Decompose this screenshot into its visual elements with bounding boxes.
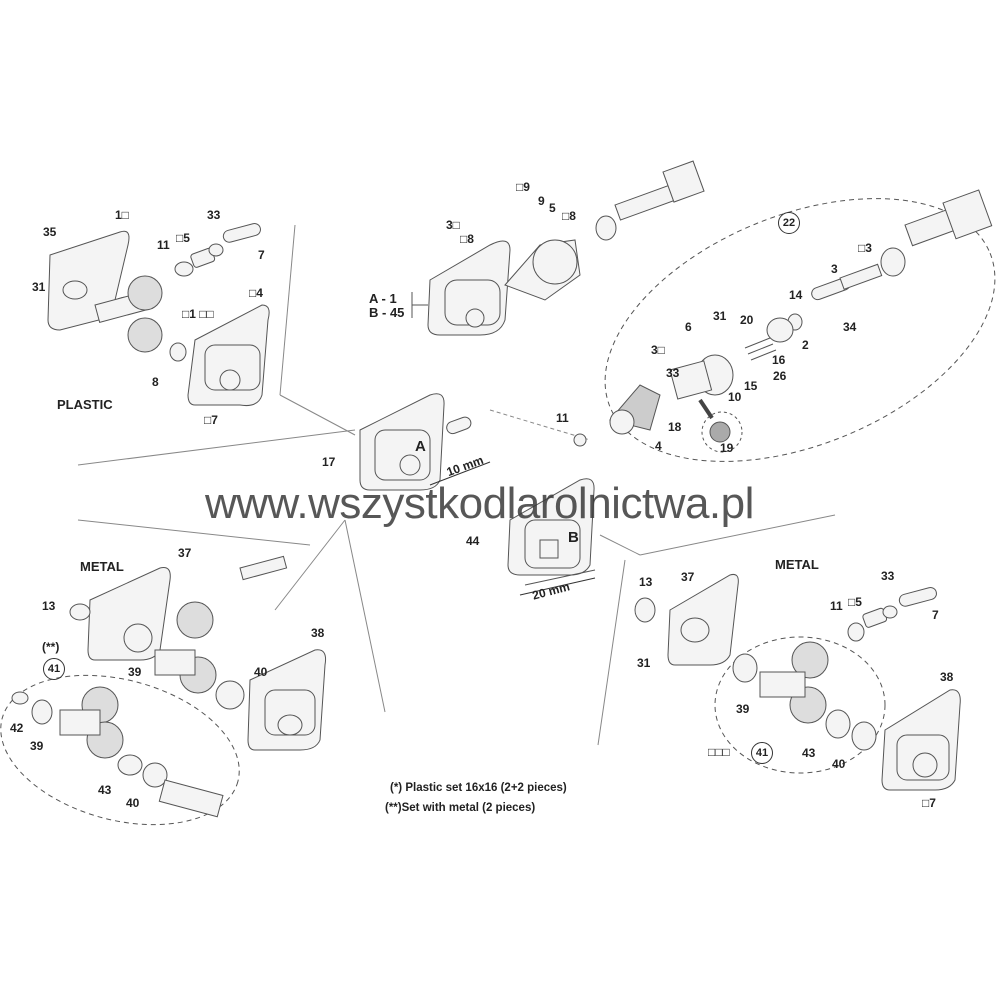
- part-number-label: 26: [773, 369, 787, 383]
- part-number-label: 40: [254, 665, 268, 679]
- part-number-label: □□□: [708, 745, 730, 759]
- part-number-label: 8: [152, 375, 159, 389]
- dimension-lines: [429, 461, 596, 596]
- section-label-metal-left: METAL: [80, 559, 124, 574]
- section-label-plastic: PLASTIC: [57, 397, 113, 412]
- part-number-label: □8: [562, 209, 576, 223]
- part-number-label: 33: [666, 366, 680, 380]
- part-number-label: 1□: [115, 208, 129, 222]
- part-number-label: 39: [736, 702, 750, 716]
- part-number-label: 37: [681, 570, 695, 584]
- watermark: www.wszystkodlarolnictwa.pl: [205, 479, 754, 528]
- pto-shaft-parts: [573, 189, 993, 447]
- part-number-label: 19: [720, 441, 734, 455]
- part-number-label: 39: [128, 665, 142, 679]
- part-number-label: 40: [126, 796, 140, 810]
- part-number-label: □5: [848, 595, 862, 609]
- part-number-label: 9: [538, 194, 545, 208]
- part-number-label: 44: [466, 534, 480, 548]
- part-number-label: 39: [30, 739, 44, 753]
- part-number-label: 43: [802, 746, 816, 760]
- part-number-label: 31: [637, 656, 651, 670]
- part-number-label: 11: [157, 238, 170, 252]
- part-number-label: 13: [42, 599, 56, 613]
- metal-gearbox-right: [634, 574, 961, 791]
- note-metal-set: (**)Set with metal (2 pieces): [385, 802, 536, 814]
- part-number-label: □7: [922, 796, 936, 810]
- gearbox-b: [507, 478, 596, 586]
- part-number-label: 33: [207, 208, 221, 222]
- part-number-label: 11: [556, 411, 569, 425]
- part-number-label: 10: [728, 390, 742, 404]
- part-number-label: 35: [43, 225, 57, 239]
- part-number-label: 4: [655, 439, 662, 453]
- part-number-label: 41: [751, 742, 773, 764]
- part-number-label: 5: [549, 201, 556, 215]
- variant-a-label: A: [415, 438, 426, 455]
- part-number-label: 14: [789, 288, 803, 302]
- part-number-label: □8: [460, 232, 474, 246]
- divider-lines: [77, 224, 836, 746]
- part-number-label: 3□: [651, 343, 665, 357]
- part-number-label: □1 □□: [182, 307, 214, 321]
- part-number-label: 22: [778, 212, 800, 234]
- part-number-label: 18: [668, 420, 682, 434]
- part-number-label: 16: [772, 353, 786, 367]
- part-number-label: 33: [881, 569, 895, 583]
- part-number-label: □7: [204, 413, 218, 427]
- part-number-label: 13: [639, 575, 653, 589]
- ab-bracket: [411, 292, 428, 318]
- section-label-metal-right: METAL: [775, 557, 819, 572]
- part-number-label: □4: [249, 286, 263, 300]
- part-number-label: 34: [843, 320, 857, 334]
- part-number-label: 3□: [446, 218, 460, 232]
- gearbox-a: [359, 393, 472, 491]
- part-number-label: 17: [322, 455, 336, 469]
- group-41-right-outline: [714, 636, 886, 774]
- part-number-label: 20: [740, 313, 754, 327]
- detail-19-outline: [701, 411, 743, 453]
- part-number-label: 15: [744, 379, 758, 393]
- part-number-label: 6: [685, 320, 692, 334]
- plastic-gearbox: [47, 223, 270, 406]
- part-number-label: □9: [516, 180, 530, 194]
- part-number-label: 42: [10, 721, 24, 735]
- part-number-label: 40: [832, 757, 846, 771]
- part-number-label: 43: [98, 783, 112, 797]
- top-gearbox-assembly: [427, 160, 705, 336]
- part-number-label: 7: [258, 248, 265, 262]
- part-number-label: (**): [42, 640, 60, 654]
- part-number-label: 38: [940, 670, 954, 684]
- part-number-label: 3: [831, 262, 838, 276]
- note-plastic-set: (*) Plastic set 16x16 (2+2 pieces): [390, 782, 567, 794]
- variant-b-label: B: [568, 529, 579, 546]
- group-41-left-outline: [0, 674, 240, 826]
- part-number-label: 41: [43, 658, 65, 680]
- part-number-label: 2: [802, 338, 809, 352]
- part-number-label: 11: [830, 599, 843, 613]
- variant-b-ref: B - 45: [369, 305, 405, 320]
- group-22-outline: [604, 198, 996, 462]
- part-number-label: □5: [176, 231, 190, 245]
- metal-gearbox-left: [11, 555, 326, 818]
- part-number-label: 7: [932, 608, 939, 622]
- part-number-label: □3: [858, 241, 872, 255]
- part-number-label: 38: [311, 626, 325, 640]
- part-number-label: 37: [178, 546, 192, 560]
- variant-a-ref: A - 1: [369, 291, 397, 306]
- part-number-label: 31: [32, 280, 46, 294]
- part-number-label: 31: [713, 309, 727, 323]
